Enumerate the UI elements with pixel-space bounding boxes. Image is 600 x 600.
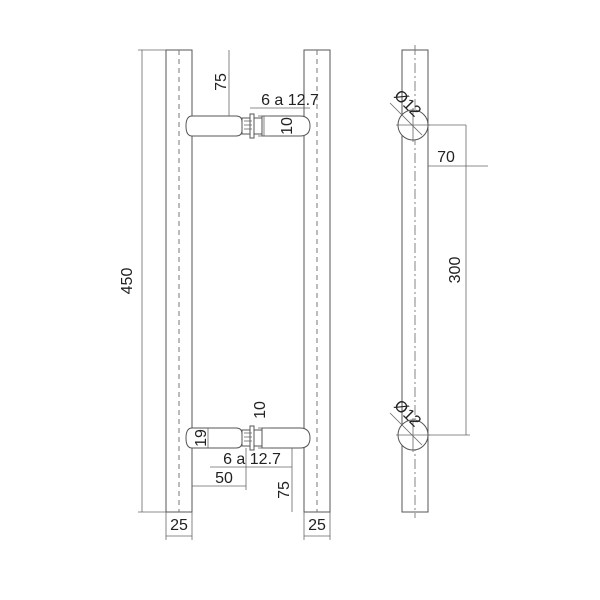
bottom-hole: Ø12 <box>389 397 430 452</box>
dim-standoff-top: 75 <box>213 50 230 116</box>
label-overall-length: 450 <box>119 268 136 295</box>
label-projection: 70 <box>437 149 455 166</box>
label-center-distance: 300 <box>447 257 464 284</box>
dim-projection: 70 <box>428 124 488 167</box>
top-standoff <box>185 113 311 139</box>
dim-standoff-dia-bottom: 10 <box>252 401 270 449</box>
dim-standoff-bottom: 75 <box>276 448 293 512</box>
dim-bar-width-right: 25 <box>303 512 331 540</box>
dim-center-distance: 300 <box>428 125 470 436</box>
label-thread-bottom: 6 a 12.7 <box>223 451 281 468</box>
label-standoff-top: 75 <box>213 73 230 91</box>
label-thread-top: 6 a 12.7 <box>261 92 319 109</box>
label-clearance: 50 <box>215 470 233 487</box>
dim-standoff-height: 19 <box>193 428 210 448</box>
dim-standoff-dia-top: 10 <box>258 115 296 137</box>
label-bar-width-right: 25 <box>308 517 326 534</box>
dim-thread-top: 6 a 12.7 <box>250 92 319 109</box>
label-standoff-height: 19 <box>193 429 210 447</box>
label-standoff-bottom: 75 <box>276 481 293 499</box>
top-hole: Ø12 <box>389 87 430 142</box>
dim-thread-bottom: 6 a 12.7 <box>210 451 292 468</box>
bottom-standoff <box>185 425 311 451</box>
dim-clearance: 50 <box>192 448 247 490</box>
handle-shaft <box>191 136 305 428</box>
label-standoff-dia-bottom: 10 <box>252 401 269 419</box>
dim-bar-width-left: 25 <box>165 512 193 540</box>
dim-overall-length: 450 <box>119 49 166 513</box>
label-standoff-dia-top: 10 <box>279 117 296 135</box>
label-bar-width-left: 25 <box>170 517 188 534</box>
